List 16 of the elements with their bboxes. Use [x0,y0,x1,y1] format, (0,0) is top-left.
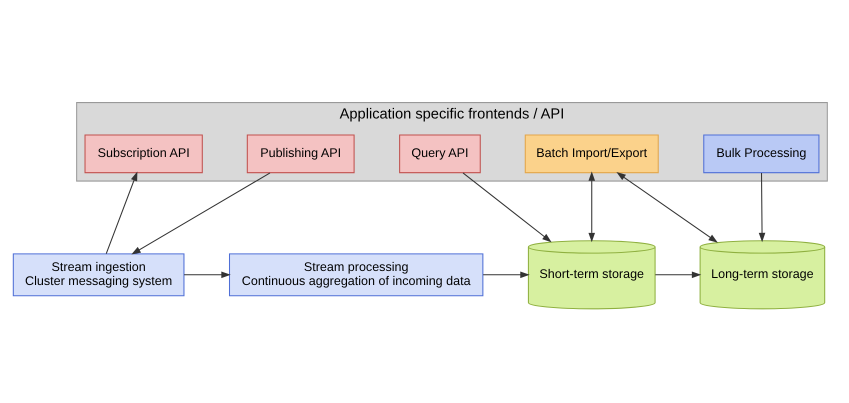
arrow [131,172,270,255]
node-box: Batch Import/Export [524,134,659,174]
arrow [462,172,552,242]
node-box: Query API [399,134,481,174]
arrow [106,171,138,254]
arrow [655,271,702,278]
arrow [483,271,530,278]
node-box: Bulk Processing [703,134,820,174]
arrow [184,271,231,278]
arrow [758,172,766,242]
arrow [616,172,718,243]
node-box: Stream ingestion Cluster messaging system [12,253,184,296]
node-box: Stream processing Continuous aggregation of incoming data [228,253,484,296]
arrow [588,171,596,242]
node-box: Subscription API [84,134,203,174]
node-box: Publishing API [246,134,355,174]
